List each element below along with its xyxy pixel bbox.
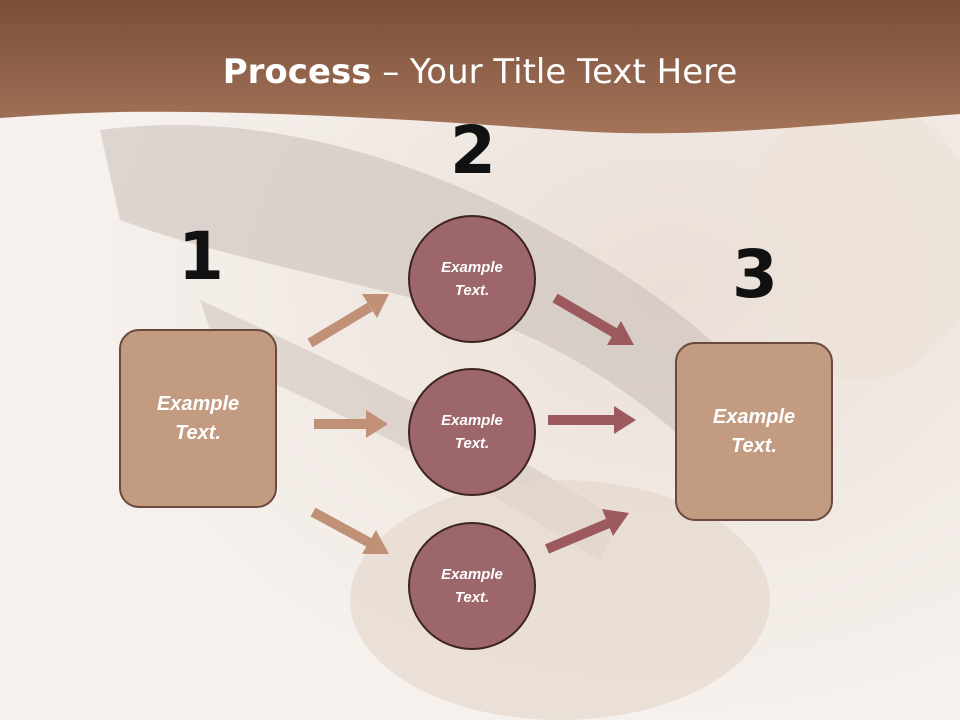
slide-title: Process – Your Title Text Here	[0, 52, 960, 92]
step-3-text-line1: Example	[712, 405, 796, 428]
circle-top-line1: Example	[441, 259, 503, 276]
step-2-circle-top: Example Text.	[408, 215, 536, 343]
arrow-right-up	[545, 509, 629, 554]
circle-top-line2: Text.	[454, 282, 490, 299]
title-rest: – Your Title Text Here	[371, 52, 738, 92]
circle-bottom-line1: Example	[441, 566, 503, 583]
step-1-text-line1: Example	[156, 392, 240, 415]
step-2-circle-middle: Example Text.	[408, 368, 536, 496]
circle-middle-line2: Text.	[454, 435, 490, 452]
header-band	[0, 0, 960, 134]
arrow-left-down	[310, 507, 389, 554]
step-1-box: Example Text.	[119, 329, 277, 508]
title-bold: Process	[222, 52, 372, 92]
arrow-left-up	[307, 294, 389, 348]
arrow-left-middle	[314, 410, 388, 438]
arrow-right-middle	[548, 406, 636, 434]
step-number-2: 2	[450, 112, 496, 189]
step-number-1: 1	[178, 218, 224, 295]
circle-middle-line1: Example	[441, 412, 503, 429]
arrow-right-down	[552, 293, 634, 345]
step-1-text-line2: Text.	[175, 421, 221, 444]
step-2-circle-bottom: Example Text.	[408, 522, 536, 650]
step-number-3: 3	[732, 236, 778, 313]
circle-bottom-line2: Text.	[454, 589, 490, 606]
step-3-box: Example Text.	[675, 342, 833, 521]
step-3-text-line2: Text.	[731, 434, 777, 457]
